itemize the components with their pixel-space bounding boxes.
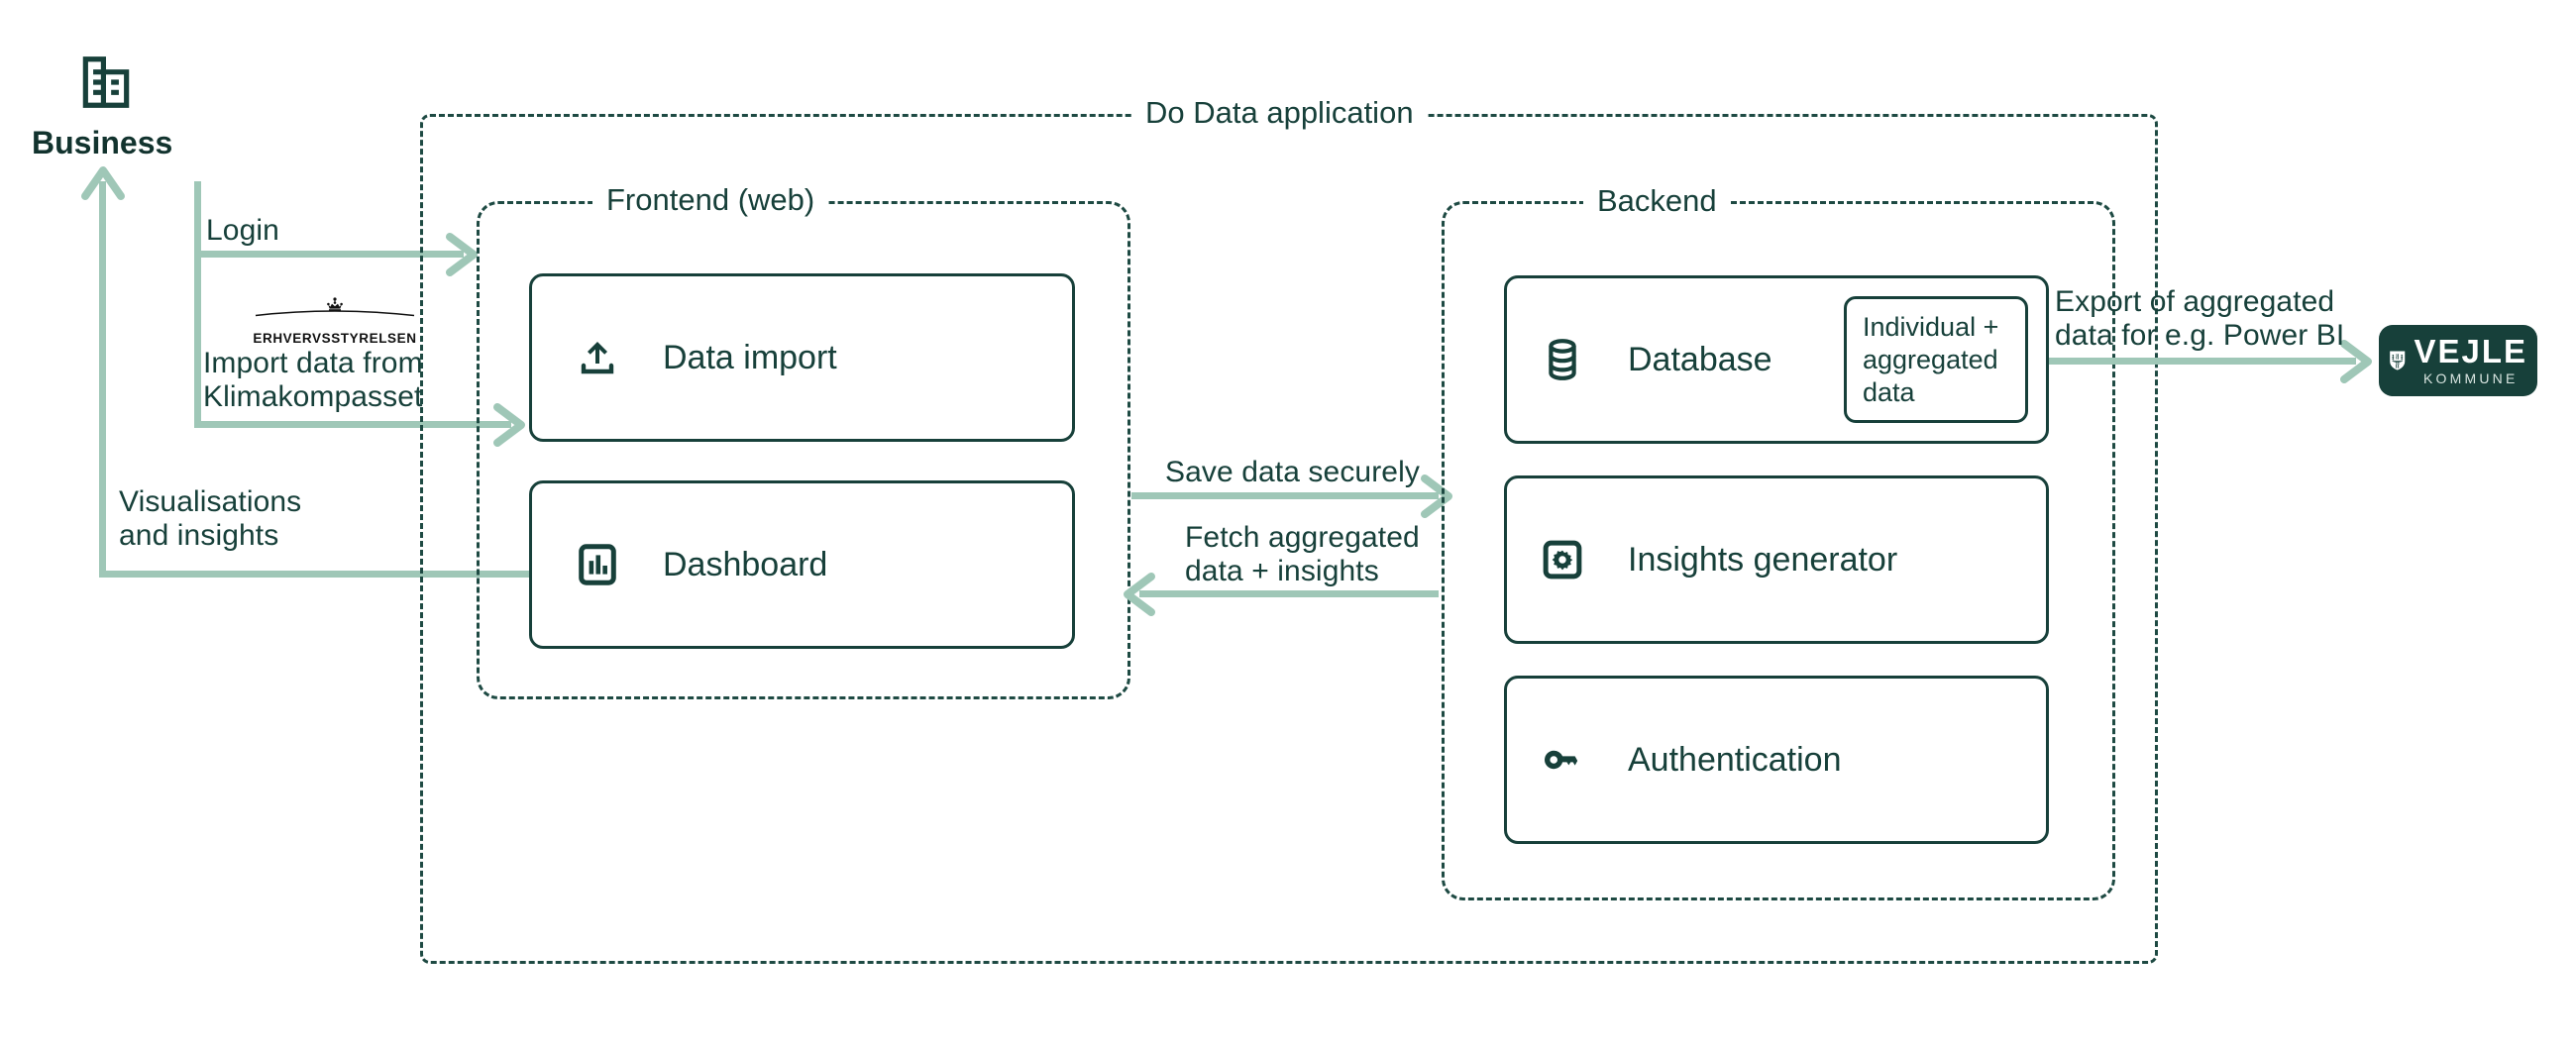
node-dashboard[interactable]: Dashboard	[529, 480, 1075, 649]
node-label-authentication: Authentication	[1628, 741, 1842, 779]
node-label-insights-generator: Insights generator	[1628, 541, 1898, 579]
save-data-arrow-stem	[1131, 492, 1439, 499]
vejle-shield-icon	[2390, 351, 2406, 370]
vejle-kommune-logo-name: VEJLE	[2414, 333, 2527, 369]
node-data-import[interactable]: Data import	[529, 273, 1075, 442]
upload-icon	[568, 328, 627, 387]
visualisations-arrow-head	[79, 158, 127, 207]
subbox-individual-aggregated-data[interactable]: Individual + aggregated data	[1844, 296, 2028, 423]
export-arrow-stem	[2049, 358, 2356, 365]
node-label-dashboard: Dashboard	[663, 546, 828, 583]
save-data-arrow-head	[1419, 473, 1458, 525]
group-title-backend: Backend	[1583, 185, 1731, 216]
gear-icon	[1533, 530, 1592, 589]
node-database[interactable]: Database Individual + aggregated data	[1504, 275, 2049, 444]
vejle-kommune-logo: VEJLE KOMMUNE	[2379, 325, 2537, 396]
visualisations-arrow-stem	[99, 571, 540, 578]
group-backend	[1442, 201, 2115, 900]
login-arrow-head	[444, 231, 483, 283]
key-icon	[1533, 730, 1592, 790]
import-arrow-stem-vertical	[194, 255, 201, 428]
login-arrow-stem	[194, 251, 464, 258]
edge-label-export-powerbi: Export of aggregated data for e.g. Power…	[2055, 285, 2345, 352]
node-label-data-import: Data import	[663, 339, 837, 376]
subbox-label-individual-aggregated-data: Individual + aggregated data	[1863, 311, 1999, 407]
erhvervsstyrelsen-logo: ERHVERVSSTYRELSEN	[251, 295, 419, 346]
import-arrow-head	[491, 401, 531, 454]
erhvervsstyrelsen-logo-text: ERHVERVSSTYRELSEN	[253, 331, 417, 346]
vejle-kommune-logo-subtitle: KOMMUNE	[2422, 370, 2519, 386]
actor-title-business: Business	[32, 125, 173, 160]
edge-label-visualisations: Visualisations and insights	[119, 485, 302, 552]
office-building-icon	[75, 52, 137, 118]
database-icon	[1533, 330, 1592, 389]
edge-label-import-klimakompasset: Import data from Klimakompasset	[203, 347, 423, 413]
login-arrow-stem-vertical	[194, 181, 201, 256]
edge-label-fetch-aggregated: Fetch aggregated data + insights	[1185, 521, 1420, 587]
node-authentication[interactable]: Authentication	[1504, 676, 2049, 844]
export-arrow-head	[2338, 338, 2378, 390]
node-label-database: Database	[1628, 341, 1772, 378]
fetch-aggregated-arrow-stem	[1139, 590, 1439, 597]
import-arrow-stem	[194, 421, 511, 428]
group-title-frontend: Frontend (web)	[592, 184, 829, 215]
fetch-aggregated-arrow-head	[1118, 571, 1157, 623]
node-insights-generator[interactable]: Insights generator	[1504, 475, 2049, 644]
bar-chart-icon	[568, 535, 627, 594]
visualisations-arrow-stem-vertical	[99, 181, 106, 578]
group-title-do-data-application: Do Data application	[1131, 97, 1428, 128]
edge-label-save-data: Save data securely	[1165, 456, 1420, 488]
edge-label-login: Login	[206, 214, 279, 247]
